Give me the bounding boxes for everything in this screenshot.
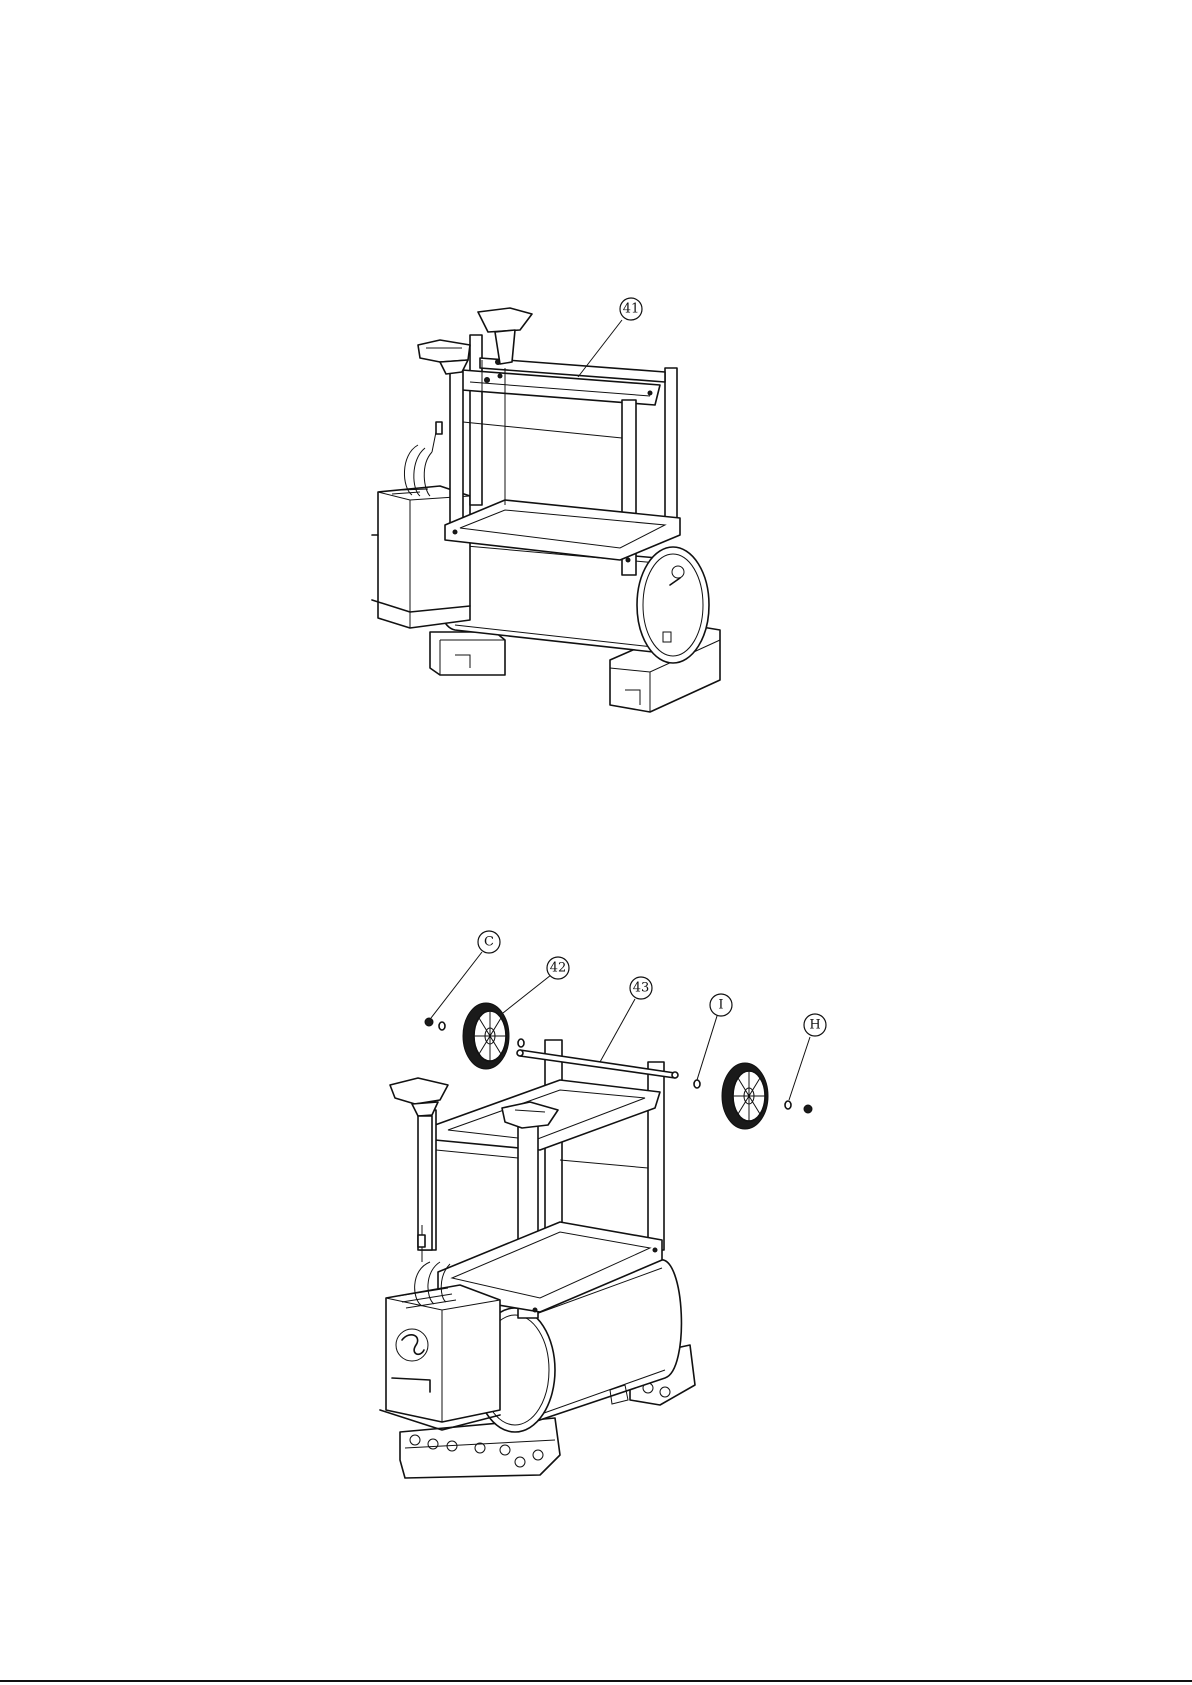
drum-lid xyxy=(637,547,709,663)
cup-holder-left xyxy=(418,340,470,374)
cup-holder-right xyxy=(478,308,532,364)
callout-41: 41 xyxy=(578,298,642,377)
callout-43-label: 43 xyxy=(633,981,650,996)
callout-42: 42 xyxy=(503,957,569,1013)
figure-step-2: C 42 43 I H xyxy=(380,931,826,1478)
callout-h: H xyxy=(789,1014,826,1100)
figure-step-1: 41 xyxy=(372,298,720,712)
callout-i-label: I xyxy=(718,998,723,1013)
callout-42-label: 42 xyxy=(550,961,567,976)
footer-rule xyxy=(0,1680,1192,1682)
foam-block-left xyxy=(430,632,505,675)
callout-41-label: 41 xyxy=(623,302,640,317)
callout-c-label: C xyxy=(484,935,494,950)
callout-i: I xyxy=(697,994,732,1080)
cup-holder-left-2 xyxy=(390,1078,448,1250)
frame-assembly xyxy=(445,335,680,575)
wheel-right xyxy=(722,1063,768,1129)
foam-block-front xyxy=(400,1418,560,1478)
callout-43: 43 xyxy=(600,977,652,1062)
callout-h-label: H xyxy=(809,1018,820,1033)
wheel-left xyxy=(463,1003,509,1069)
